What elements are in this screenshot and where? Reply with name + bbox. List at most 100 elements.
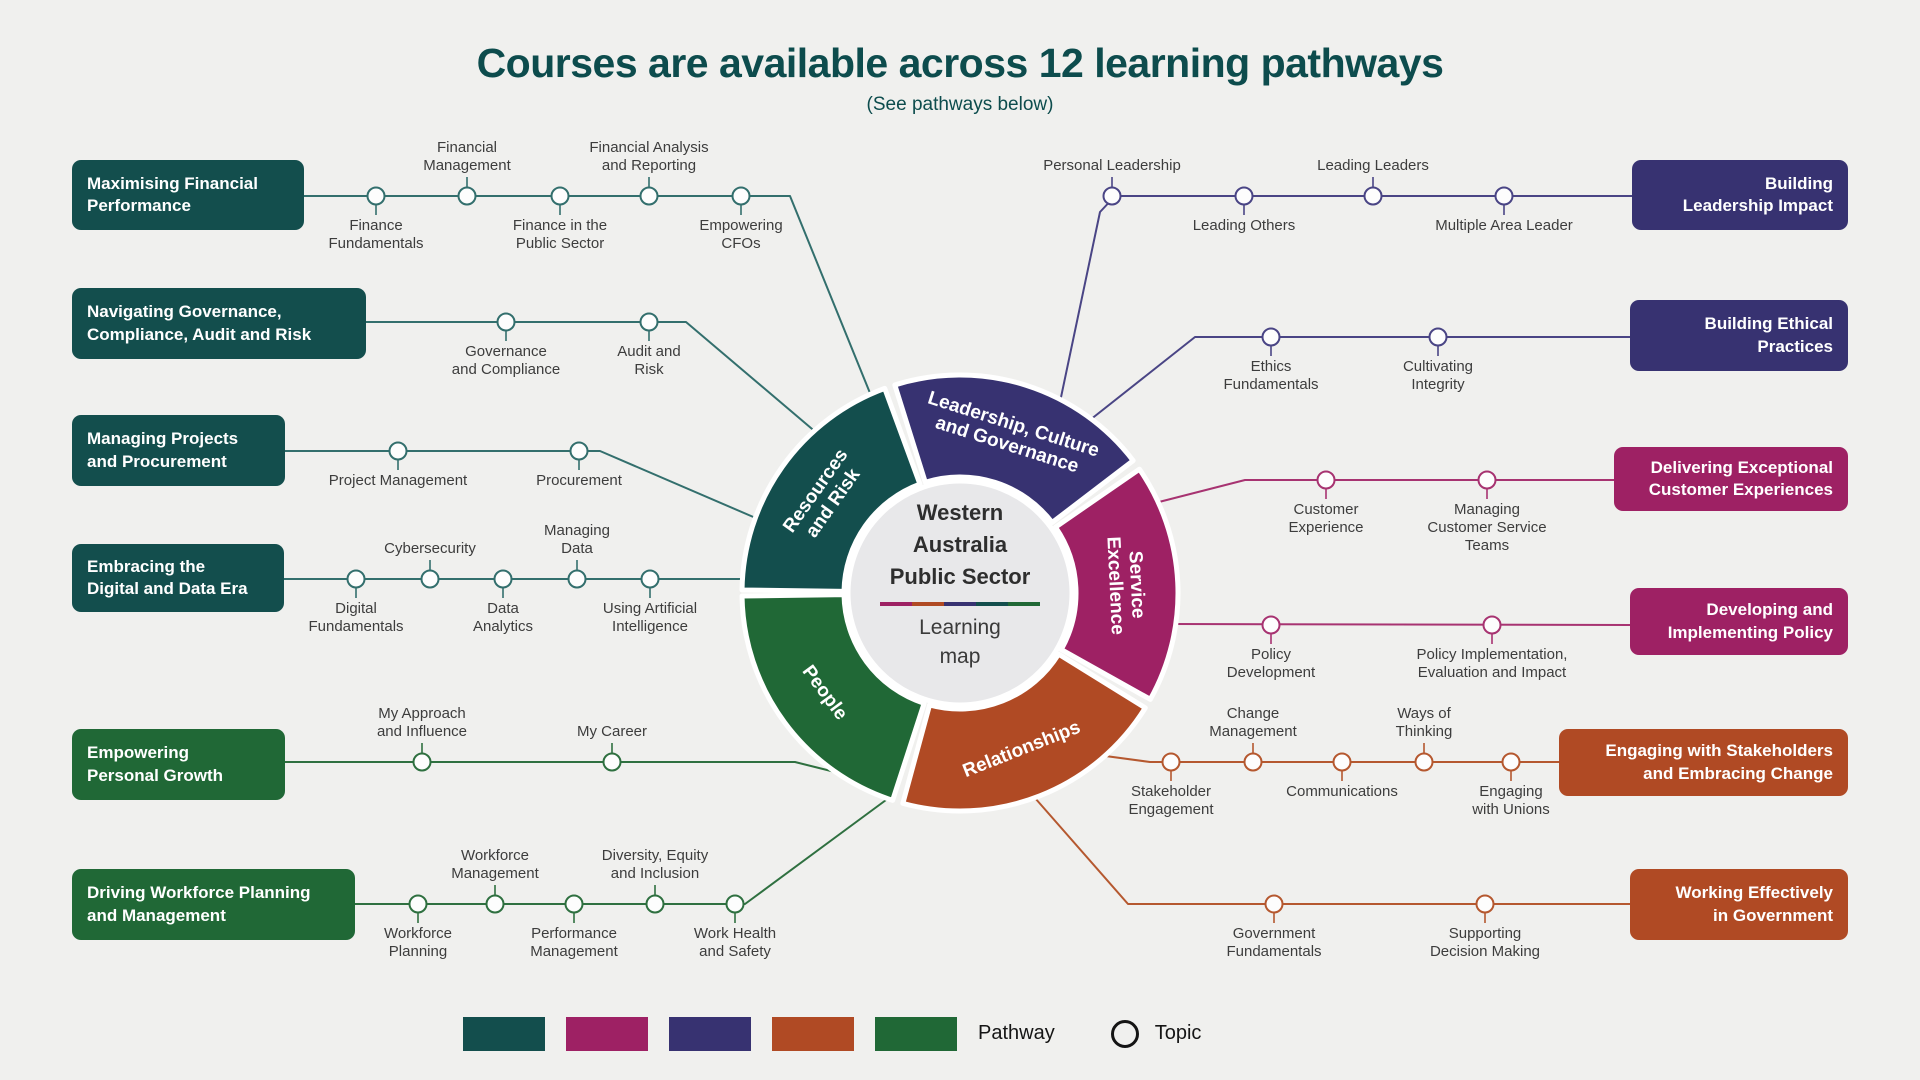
- topic-label: Communications: [1222, 783, 1462, 801]
- topic-label: Policy Implementation,Evaluation and Imp…: [1372, 646, 1612, 682]
- pathway-connector-developing-implementing-policy: [1172, 623, 1631, 626]
- pathway-box-label-line: in Government: [1713, 905, 1833, 925]
- legend-topic-label: Topic: [1154, 1022, 1202, 1044]
- topic-label-line: Digital: [335, 600, 377, 617]
- legend-topic-circle: [1110, 1019, 1139, 1048]
- legend-swatch-navy: [669, 1016, 751, 1051]
- topic-label-line: Leading Others: [1192, 217, 1296, 234]
- pathway-box-label-line: Compliance, Audit and Risk: [87, 324, 312, 344]
- topic-label-line: Empowering: [699, 217, 783, 234]
- pathway-box-label-line: Practices: [1757, 336, 1833, 356]
- pathway-box-label-line: Maximising Financial: [87, 173, 258, 193]
- topic-node: [1264, 894, 1284, 914]
- topic-label-line: and Influence: [376, 723, 468, 740]
- topic-label-line: Management: [530, 943, 618, 960]
- hub-divider-segment: [880, 602, 912, 606]
- topic-label-line: Managing: [1454, 501, 1520, 518]
- topic-node: [1316, 470, 1336, 490]
- topic-node: [1501, 752, 1521, 772]
- topic-label-line: Using Artificial: [602, 600, 698, 617]
- hub-divider-segment: [944, 602, 976, 606]
- topic-label-line: Financial: [436, 139, 498, 156]
- topic-label-line: Financial Analysis: [589, 139, 709, 156]
- pathway-connector-building-ethical-practices: [1089, 336, 1631, 421]
- pathway-box-label-line: Driving Workforce Planning: [87, 883, 311, 903]
- topic-label-line: Stakeholder: [1130, 783, 1212, 800]
- topic-label-line: Management: [451, 865, 539, 882]
- topic-node: [1234, 186, 1254, 206]
- ring-segment-leadership-culture-governance: [892, 372, 1136, 526]
- topic-label-line: Public Sector: [515, 235, 605, 252]
- pathway-box-label-line: and Management: [87, 905, 226, 925]
- topic-label-line: Data: [487, 600, 519, 617]
- topic-label-line: Work Health: [693, 925, 777, 942]
- topic-label-line: and Reporting: [601, 157, 697, 174]
- pathway-box-navigating-governance-compliance-audit-risk: Navigating Governance,Compliance, Audit …: [72, 288, 366, 359]
- topic-node: [1477, 470, 1497, 490]
- topic-label-line: Decision Making: [1429, 943, 1541, 960]
- topic-label-line: Development: [1226, 664, 1316, 681]
- topic-node: [366, 186, 386, 206]
- topic-label-line: and Inclusion: [610, 865, 700, 882]
- pathway-connector-working-effectively-in-government: [1034, 797, 1631, 905]
- pathway-box-label-line: Delivering Exceptional: [1650, 457, 1833, 477]
- pathway-box-label-line: Working Effectively: [1675, 883, 1833, 903]
- topic-label-line: Change: [1226, 705, 1280, 722]
- topic-node: [412, 752, 432, 772]
- hub-circle: [845, 478, 1075, 708]
- topic-label-line: Fundamentals: [1226, 943, 1322, 960]
- topic-label-line: Ways of: [1397, 705, 1451, 722]
- pathway-box-label-line: Developing and: [1706, 600, 1833, 620]
- topic-label: Cybersecurity: [310, 540, 550, 558]
- topic-node: [567, 569, 587, 589]
- topic-label-line: Workforce: [460, 847, 530, 864]
- topic-label-line: Management: [423, 157, 511, 174]
- topic-node: [569, 441, 589, 461]
- topic-node: [457, 186, 477, 206]
- topic-label-line: Multiple Area Leader: [1435, 217, 1573, 234]
- topic-label-line: Fundamentals: [328, 235, 424, 252]
- topic-node: [1363, 186, 1383, 206]
- topic-label-line: Finance: [349, 217, 403, 234]
- pathway-box-label-line: Digital and Data Era: [87, 579, 248, 598]
- hub-org-line: Australia: [912, 532, 1008, 557]
- topic-label-line: with Unions: [1472, 801, 1550, 818]
- legend-swatch-crimson: [566, 1016, 648, 1051]
- ring-segment-service-excellence: [1052, 466, 1181, 702]
- topic-label-line: Policy Implementation,: [1416, 646, 1568, 663]
- hub-org-line: Western: [916, 500, 1004, 525]
- topic-label-line: Diversity, Equity: [601, 847, 709, 864]
- topic-node: [639, 312, 659, 332]
- pathway-box-label-line: Implementing Policy: [1667, 622, 1833, 642]
- hub-org-line: Public Sector: [889, 564, 1031, 589]
- page-title: Courses are available across 12 learning…: [476, 40, 1444, 86]
- legend-swatch-teal: [463, 1016, 545, 1051]
- topic-label-line: Evaluation and Impact: [1417, 664, 1567, 681]
- topic-node: [725, 894, 745, 914]
- pathway-box-label-line: Empowering: [87, 743, 190, 763]
- topic-label-line: Thinking: [1395, 723, 1453, 740]
- topic-label-line: Cultivating: [1402, 358, 1474, 375]
- pathway-box-label-line: Leadership Impact: [1682, 196, 1833, 215]
- topic-label-line: Cybersecurity: [384, 540, 476, 557]
- pathway-box-label-line: and Procurement: [87, 451, 227, 471]
